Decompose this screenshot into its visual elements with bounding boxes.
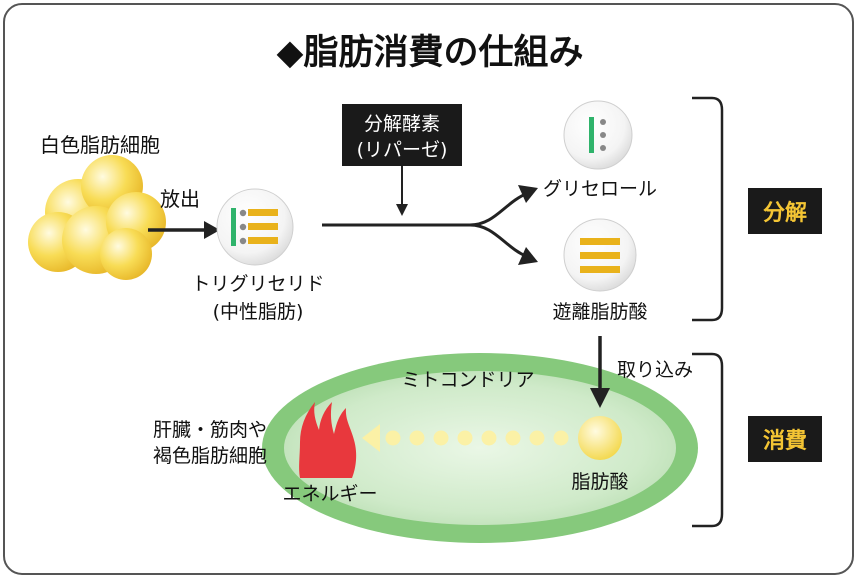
glycerol-molecule <box>563 100 633 170</box>
branch-to-glycerol-head <box>518 185 538 203</box>
lipase-pointer-head <box>396 204 408 216</box>
branch-to-fatty-acid-head <box>518 247 538 265</box>
energy-label: エネルギー <box>282 483 377 505</box>
release-label: 放出 <box>160 187 200 211</box>
fatty-acid-chain-bar <box>248 237 278 244</box>
uptake-arrow-head <box>590 388 610 408</box>
tissues-label: 肝臓・筋肉や <box>153 419 267 441</box>
energy-flame-icon <box>299 402 357 478</box>
decompose-bracket <box>692 96 724 322</box>
mitochondria-inner <box>284 371 676 525</box>
fatty-acid-chain-bar <box>248 223 278 230</box>
free-fatty-acid-label: 遊離脂肪酸 <box>552 301 647 323</box>
decompose-tag-label: 分解 <box>763 200 807 226</box>
triglyceride-sub-label: (中性脂肪) <box>213 301 304 323</box>
tissues-sub-label: 褐色脂肪細胞 <box>153 445 267 467</box>
white-fat-cell-label: 白色脂肪細胞 <box>40 133 160 157</box>
branch-to-fatty-acid <box>469 223 529 259</box>
triglyceride-molecule <box>216 188 294 266</box>
consume-tag <box>748 416 822 462</box>
energy-conversion-arrow-head <box>362 424 380 452</box>
free-fatty-acid-molecule <box>563 218 637 292</box>
lipase-label: 分解酵素 <box>364 113 440 135</box>
lipase-box <box>342 104 462 166</box>
fatty-acid-chain-bar <box>248 209 278 216</box>
mitochondria-label: ミトコンドリア <box>401 369 534 391</box>
lipase-sub-label: (リパーゼ) <box>357 139 448 161</box>
decompose-tag <box>748 188 822 234</box>
energy-conversion-dots <box>385 430 569 446</box>
glycerol-label: グリセロール <box>543 178 657 200</box>
consume-tag-label: 消費 <box>763 429 807 454</box>
fatty-acid-particle <box>578 416 622 460</box>
uptake-label: 取り込み <box>617 359 693 381</box>
fatty-acid-label: 脂肪酸 <box>571 471 628 493</box>
consume-bracket <box>692 352 724 528</box>
release-arrow-head <box>204 221 220 239</box>
triglyceride-label: トリグリセリド <box>191 273 324 295</box>
white-fat-cell-cluster <box>28 155 166 280</box>
diagram-title: ◆脂肪消費の仕組み <box>277 33 584 73</box>
glycerol-backbone-bar <box>231 208 236 246</box>
